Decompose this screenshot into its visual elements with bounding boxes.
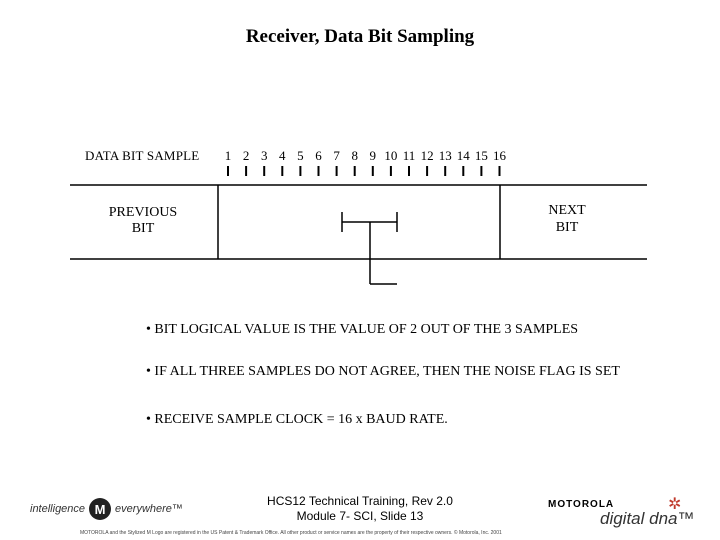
- slide-title: Receiver, Data Bit Sampling: [245, 26, 475, 47]
- sample-number: 3: [260, 148, 268, 163]
- sample-number: 2: [242, 148, 250, 163]
- logo-left-text1: intelligence: [30, 503, 86, 515]
- sample-number: 7: [333, 148, 340, 163]
- next-bit-label-line2: BIT: [555, 220, 579, 235]
- sample-number: 4: [279, 148, 286, 163]
- sample-number: 1: [224, 148, 232, 163]
- data-bit-sample-label: DATA BIT SAMPLE: [85, 148, 200, 163]
- sample-number: 9: [369, 148, 377, 163]
- sample-number: 15: [474, 148, 488, 163]
- next-bit-label: NEXT BIT: [532, 202, 602, 236]
- legal-notice: MOTOROLA and the Stylized M Logo are reg…: [80, 530, 502, 536]
- previous-bit-label: PREVIOUS BIT: [100, 205, 186, 237]
- sample-number: 6: [315, 148, 322, 163]
- previous-bit-label-line1: PREVIOUS: [108, 205, 178, 220]
- motorola-wordmark: MOTOROLA: [548, 499, 615, 510]
- slide-footer: HCS12 Technical Training, Rev 2.0 Module…: [230, 494, 490, 524]
- digital-dna-icon: ✲: [668, 496, 682, 513]
- previous-bit-label-line2: BIT: [131, 221, 155, 236]
- motorola-m-icon: M: [89, 498, 112, 520]
- sample-number: 16: [493, 148, 506, 163]
- logo-left-text2: everywhere™: [115, 503, 183, 515]
- sample-number: 8: [351, 148, 358, 163]
- sample-number: 14: [456, 148, 470, 163]
- sample-number: 5: [297, 148, 304, 163]
- bullet-majority-vote: • BIT LOGICAL VALUE IS THE VALUE OF 2 OU…: [146, 322, 579, 337]
- sample-number: 11: [402, 148, 416, 163]
- sample-tick-marks: [227, 166, 501, 176]
- next-bit-label-line1: NEXT: [548, 203, 586, 218]
- intelligence-everywhere-logo: intelligence M everywhere™: [30, 498, 183, 520]
- footer-module-slide: Module 7- SCI, Slide 13: [296, 509, 424, 523]
- bullet-sample-clock: • RECEIVE SAMPLE CLOCK = 16 x BAUD RATE.: [146, 412, 448, 427]
- sample-number: 10: [384, 148, 398, 163]
- sample-number: 13: [438, 148, 452, 163]
- bit-timing-diagram: [70, 166, 647, 285]
- bullet-noise-flag: • IF ALL THREE SAMPLES DO NOT AGREE, THE…: [146, 364, 620, 379]
- sample-number: 12: [420, 148, 434, 163]
- digital-dna-wordmark: digital dna™: [600, 509, 695, 528]
- footer-course-title: HCS12 Technical Training, Rev 2.0: [267, 494, 453, 508]
